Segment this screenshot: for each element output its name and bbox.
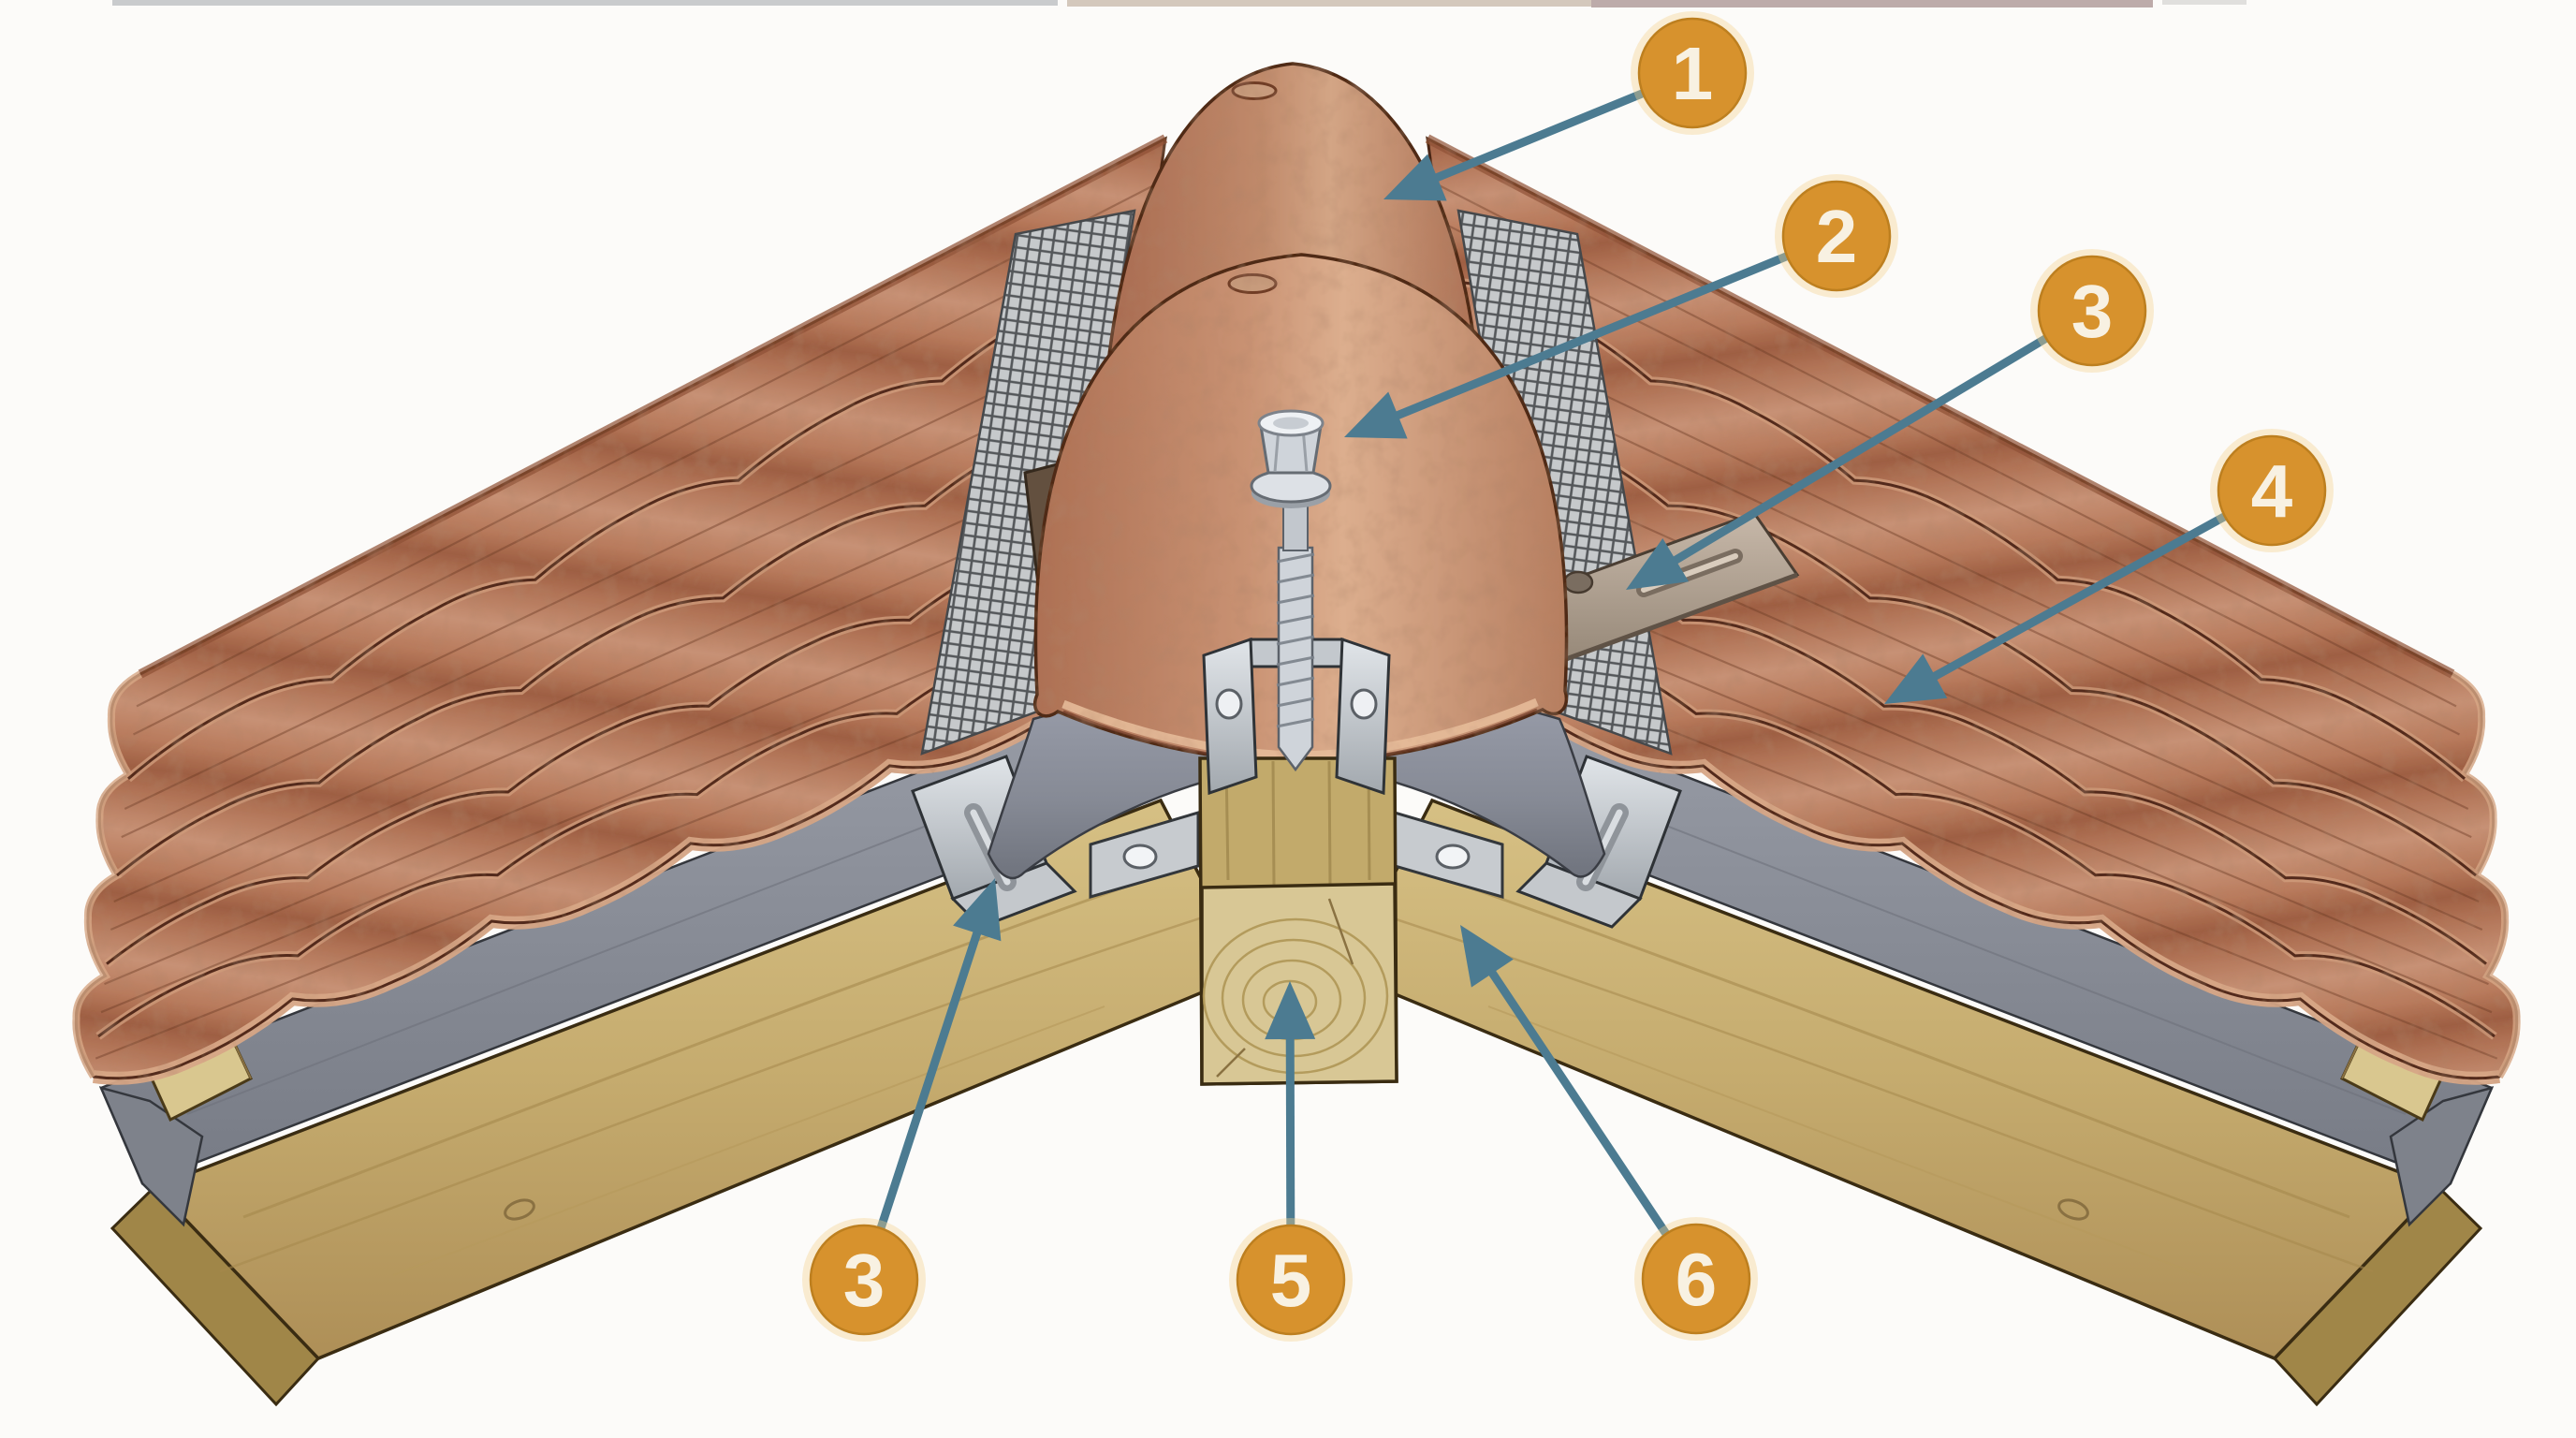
- callout-number-1: 1: [1672, 32, 1714, 115]
- tile-lap-line: [1496, 631, 2496, 1038]
- callout-badge-4: 4: [2210, 429, 2334, 552]
- leader-arrowhead-2: [1344, 391, 1408, 439]
- callout-badge-5: 5: [1229, 1218, 1353, 1342]
- callout-disc: [1641, 1223, 1751, 1335]
- ridge-batten-bracket-wings: [1089, 810, 1504, 899]
- callout-badge-1: 1: [1631, 11, 1754, 135]
- tile-groove-line: [113, 448, 1123, 902]
- tile-groove-line: [100, 599, 1102, 1014]
- callout-disc: [2217, 434, 2327, 547]
- tile-groove-line: [121, 360, 1135, 839]
- tile-groove-line: [1470, 448, 2480, 902]
- callout-number-6: 6: [1676, 1238, 1718, 1321]
- tile-groove-line: [124, 321, 1141, 811]
- leader-line-2: [1389, 251, 1791, 422]
- leader-line-6: [1285, 1031, 1295, 1229]
- callout-disc: [809, 1224, 919, 1336]
- right-roof-plane-tiles: [1425, 134, 2521, 1085]
- callout-number-3b: 3: [843, 1239, 886, 1322]
- tile-groove-line: [1491, 599, 2493, 1014]
- leader-arrowhead-7: [1460, 925, 1514, 988]
- callout-badge-6: 6: [1634, 1217, 1758, 1341]
- callout-number-5: 5: [1270, 1239, 1312, 1322]
- leader-arrowhead-3: [1626, 538, 1690, 590]
- callout-leader-lines: [875, 88, 2229, 1239]
- leader-arrowhead-5: [953, 878, 1002, 942]
- tile-lap-line: [1465, 411, 2477, 877]
- callout-disc: [1236, 1224, 1346, 1336]
- tile-groove-line: [110, 486, 1118, 932]
- leader-line-7: [1485, 964, 1672, 1239]
- tile-lap-line: [116, 411, 1128, 877]
- leader-line-4: [1926, 511, 2229, 683]
- tile-lap-line: [97, 631, 1097, 1038]
- leader-arrowhead-6: [1265, 981, 1316, 1040]
- callout-disc: [1637, 17, 1748, 129]
- tile-groove-line: [133, 220, 1155, 736]
- tile-lap-line: [127, 280, 1146, 780]
- leader-line-1: [1428, 88, 1647, 184]
- tile-groove-line: [1438, 220, 2460, 736]
- callout-badge-3-top: 3: [2030, 249, 2154, 373]
- leader-arrowhead-1: [1383, 154, 1447, 201]
- callout-disc: [2037, 255, 2147, 367]
- fixing-screw: [1250, 409, 1332, 772]
- tile-cut-edge-outline: [93, 686, 1090, 1080]
- tile-groove-line: [1486, 560, 2489, 986]
- leader-line-5: [875, 924, 984, 1233]
- left-roof-plane-tiles: [72, 134, 1168, 1085]
- tile-groove-line: [136, 181, 1160, 708]
- tile-lap-line: [106, 533, 1111, 965]
- callout-number-3: 3: [2071, 270, 2114, 353]
- callout-number-2: 2: [1816, 195, 1858, 278]
- tile-groove-line: [1452, 321, 2469, 811]
- callout-badge-2: 2: [1775, 174, 1898, 298]
- callout-number-4: 4: [2251, 449, 2293, 533]
- tile-groove-line: [1433, 181, 2457, 708]
- tile-lap-line: [1447, 280, 2466, 780]
- tile-verge-strip: [138, 134, 1168, 679]
- tile-groove-line: [1457, 360, 2472, 839]
- top-edge-artifact: [112, 0, 2247, 7]
- leader-arrowhead-4: [1884, 653, 1948, 704]
- callout-badge-3-bottom: 3: [802, 1218, 926, 1342]
- ridge-batten: [1198, 756, 1398, 1086]
- leader-line-3: [1666, 333, 2051, 568]
- tile-cut-edge-outline: [1503, 686, 2500, 1080]
- right-underlay-membrane: [1445, 698, 2495, 1227]
- tile-groove-line: [104, 560, 1107, 986]
- callout-disc: [1781, 180, 1892, 292]
